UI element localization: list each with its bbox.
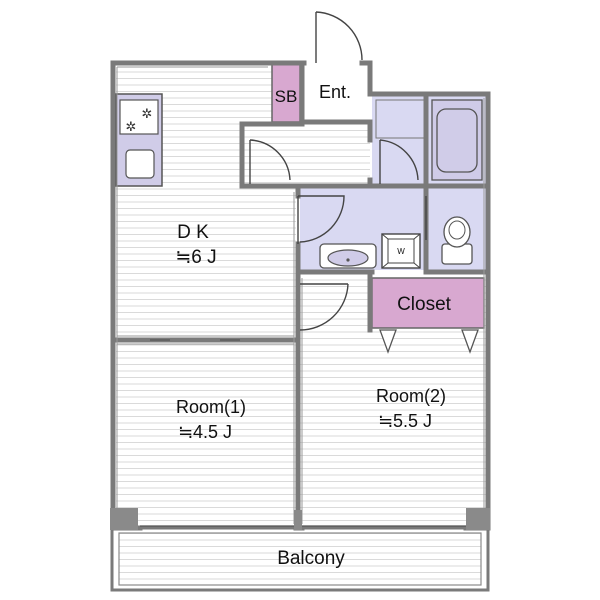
closet-label: Closet	[397, 294, 452, 315]
walls	[110, 60, 491, 531]
pillar-left	[110, 508, 138, 530]
closet-door-right	[461, 329, 479, 354]
toilet-room	[428, 188, 486, 270]
dk-size: ≒6 J	[175, 247, 216, 268]
room2-label: Room(2)	[376, 386, 446, 406]
bath-cabinet	[375, 99, 427, 139]
bathtub-basin	[436, 108, 478, 173]
room2-size: ≒5.5 J	[378, 411, 432, 431]
stove	[119, 99, 159, 135]
closet	[371, 277, 485, 329]
pillar-mid	[294, 510, 302, 530]
burner-icon: ✲	[142, 106, 153, 121]
room1-size: ≒4.5 J	[178, 422, 232, 442]
bathroom	[372, 96, 486, 184]
shoe-box-label: SB	[275, 87, 298, 106]
washroom: W	[300, 188, 424, 270]
balcony: Balcony	[110, 526, 490, 592]
doors	[249, 11, 427, 331]
window-marks	[140, 339, 466, 527]
room1-floor	[116, 342, 296, 526]
kitchen-counter: ✲ ✲	[115, 93, 163, 187]
dk-label: D K	[177, 222, 209, 243]
entrance-label: Ent.	[319, 82, 351, 102]
burner-icon-2: ✲	[126, 119, 137, 134]
hallway-floor	[246, 126, 370, 184]
entrance-floor	[304, 64, 368, 120]
closet-door-left	[379, 329, 397, 354]
wall-inner-lines	[116, 66, 485, 524]
balcony-label: Balcony	[277, 548, 345, 569]
sink	[125, 149, 155, 179]
pillar-right	[466, 508, 490, 530]
washer-label: W	[397, 247, 405, 256]
room1-label: Room(1)	[176, 397, 246, 417]
